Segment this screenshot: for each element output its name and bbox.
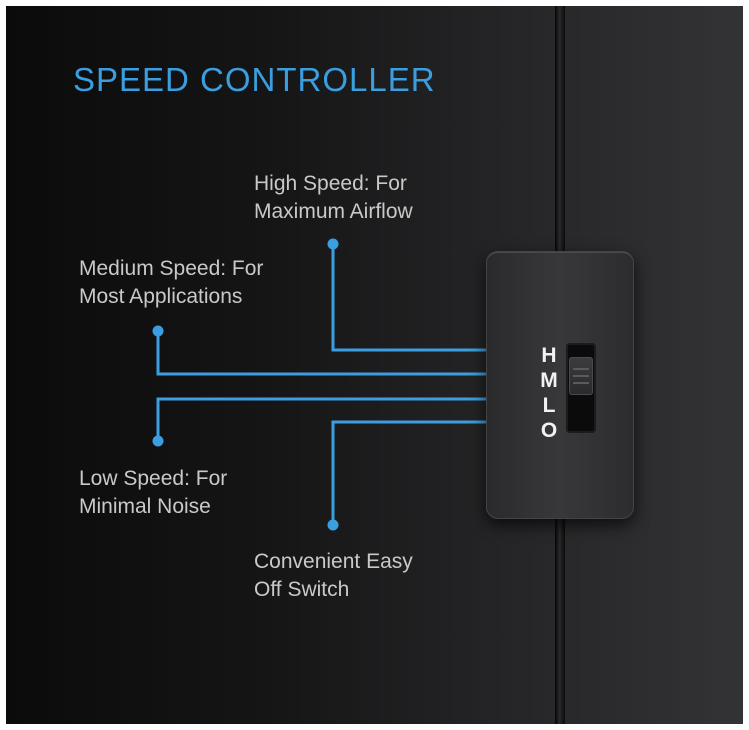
label-low: L (542, 394, 556, 417)
callout-high-line2: Maximum Airflow (254, 200, 413, 223)
speed-controller-device: H M L O (486, 251, 634, 519)
leader-line-high (331, 244, 488, 352)
label-medium: M (540, 369, 558, 392)
knob-grip-line (573, 375, 589, 377)
callout-off-line1: Convenient Easy (254, 550, 413, 573)
callout-low-line1: Low Speed: For (79, 467, 228, 490)
callout-medium-line1: Medium Speed: For (79, 257, 264, 280)
product-panel: SPEED CONTROLLER High Speed: For Maximum… (6, 6, 743, 724)
leader-dot-high (327, 238, 339, 250)
callout-high-line1: High Speed: For (254, 172, 407, 195)
callout-low-line2: Minimal Noise (79, 495, 211, 518)
leader-line-medium (156, 331, 488, 376)
leader-line-off (331, 420, 488, 525)
callout-high-speed: High Speed: For Maximum Airflow (254, 170, 413, 226)
callout-off-switch: Convenient Easy Off Switch (254, 548, 413, 604)
leader-dot-medium (152, 325, 164, 337)
label-off: O (540, 419, 558, 442)
leader-dot-low (152, 435, 164, 447)
speed-slider-track[interactable] (566, 343, 596, 433)
label-high: H (541, 344, 557, 367)
speed-labels: H M L O (538, 343, 560, 443)
leader-line-low (156, 397, 488, 441)
power-cable-top (555, 6, 565, 256)
callout-low-speed: Low Speed: For Minimal Noise (79, 465, 227, 521)
speed-slider-knob[interactable] (569, 357, 593, 395)
callout-off-line2: Off Switch (254, 578, 350, 601)
page-title: SPEED CONTROLLER (73, 61, 436, 98)
callout-leader-lines (152, 238, 488, 531)
knob-grip-line (573, 368, 589, 370)
callout-medium-line2: Most Applications (79, 285, 243, 308)
callout-medium-speed: Medium Speed: For Most Applications (79, 255, 263, 311)
knob-grip-line (573, 382, 589, 384)
leader-dot-off (327, 519, 339, 531)
power-cable-bottom (555, 511, 565, 724)
